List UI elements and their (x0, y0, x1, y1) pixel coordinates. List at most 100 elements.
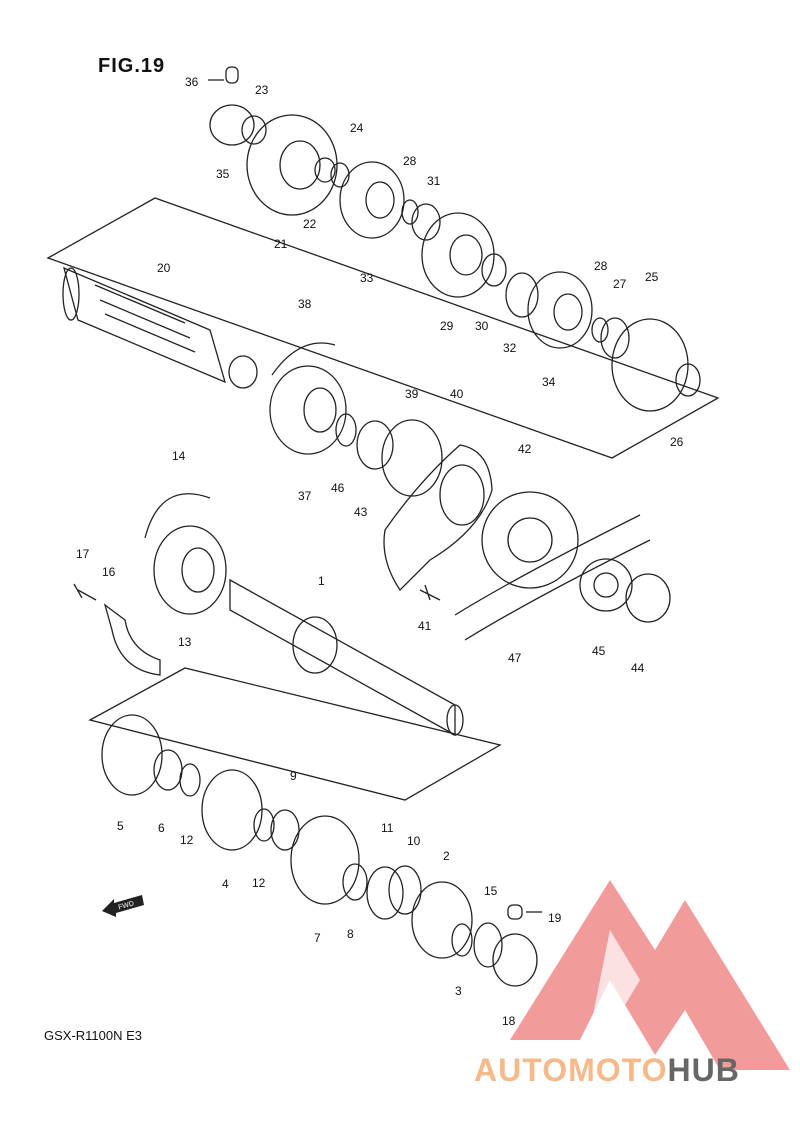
watermark-part2: HUB (667, 1052, 740, 1088)
fwd-label: FWD (118, 900, 135, 911)
lower-assembly-frame (88, 667, 502, 801)
callout-10: 10 (407, 834, 421, 848)
gear-5 (101, 714, 163, 796)
bearing-13 (153, 525, 227, 615)
callout-2: 2 (443, 849, 450, 863)
washer-32 (505, 272, 539, 318)
callout-24: 24 (350, 121, 364, 135)
callout-3: 3 (455, 984, 462, 998)
countershaft (63, 266, 227, 384)
gear-33 (339, 161, 405, 239)
callout-6: 6 (158, 821, 165, 835)
callout-28b: 28 (594, 259, 608, 273)
ring-46 (335, 413, 357, 447)
watermark-text: AUTOMOTOHUB (474, 1052, 740, 1089)
circlip-28b (591, 317, 609, 343)
gear-2 (411, 881, 473, 959)
callout-41: 41 (418, 619, 432, 633)
gear-35 (209, 104, 255, 146)
washer-27 (600, 317, 630, 359)
washer-31 (411, 203, 441, 241)
callout-31: 31 (427, 174, 441, 188)
chain-47 (454, 514, 651, 641)
callout-9: 9 (290, 769, 297, 783)
callout-28: 28 (403, 154, 417, 168)
callout-22: 22 (303, 217, 317, 231)
washer-6 (153, 749, 183, 791)
stopper-16 (103, 603, 161, 676)
callout-36: 36 (185, 75, 199, 89)
bolt-17 (73, 583, 97, 601)
gear-4 (201, 769, 263, 851)
figure-title: FIG.19 (98, 55, 166, 77)
callout-20: 20 (157, 261, 171, 275)
washer-15 (473, 922, 503, 968)
driveshaft-1 (229, 578, 456, 737)
sprocket-42 (481, 491, 579, 589)
callout-37: 37 (298, 489, 312, 503)
gear-25 (611, 318, 689, 412)
circlip-28 (401, 199, 419, 225)
bushing-30 (481, 253, 507, 287)
callout-43: 43 (354, 505, 368, 519)
callout-18: 18 (502, 1014, 516, 1028)
callout-45: 45 (592, 644, 606, 658)
callout-15: 15 (484, 884, 498, 898)
gear-21 (246, 114, 338, 216)
callout-26: 26 (670, 435, 684, 449)
callout-21: 21 (274, 237, 288, 251)
callout-42: 42 (518, 442, 532, 456)
pin-36 (225, 66, 239, 84)
upper-assembly-frame (46, 197, 720, 459)
callout-27: 27 (613, 277, 627, 291)
model-code: GSX-R1100N E3 (44, 1028, 143, 1043)
plate-40 (383, 444, 493, 592)
bolt-41 (419, 584, 441, 601)
callout-1: 1 (318, 574, 325, 588)
callout-23: 23 (255, 83, 269, 97)
callout-33: 33 (360, 271, 374, 285)
callout-12b: 12 (252, 876, 266, 890)
callout-11: 11 (381, 821, 394, 835)
circlip-14 (144, 493, 211, 539)
gear-7 (290, 815, 360, 905)
pin-19 (507, 904, 523, 920)
callout-16: 16 (102, 565, 116, 579)
washer-24 (330, 162, 350, 188)
callout-39: 39 (405, 387, 419, 401)
washer-9 (270, 809, 300, 851)
callout-32: 32 (503, 341, 517, 355)
circlip-38 (271, 342, 336, 376)
bushing-22 (314, 157, 336, 183)
callout-25: 25 (645, 270, 659, 284)
callout-4: 4 (222, 877, 229, 891)
callout-46: 46 (331, 481, 345, 495)
watermark-logo-icon (510, 880, 790, 1070)
callout-38: 38 (298, 297, 312, 311)
callout-12: 12 (180, 833, 194, 847)
callout-40: 40 (450, 387, 464, 401)
callout-7: 7 (314, 931, 321, 945)
callout-19: 19 (548, 911, 562, 925)
bushing-8 (342, 863, 368, 901)
callout-13: 13 (178, 635, 192, 649)
seal-39 (381, 419, 443, 497)
nut-44 (625, 573, 671, 623)
bushing-18 (492, 933, 538, 987)
callout-34: 34 (542, 375, 556, 389)
watermark-part1: AUTOMOTO (474, 1052, 668, 1088)
callout-30: 30 (475, 319, 489, 333)
callout-17: 17 (76, 547, 90, 561)
washer-45 (579, 558, 633, 612)
gear-34 (527, 271, 593, 349)
washer-11 (366, 866, 404, 920)
fwd-arrow-icon: FWD (102, 895, 144, 917)
callout-8: 8 (347, 927, 354, 941)
circlip-12 (179, 763, 201, 797)
bushing-26 (675, 363, 701, 397)
circlip-3 (451, 923, 473, 957)
spacer-43 (356, 420, 394, 470)
gear-10 (388, 865, 422, 915)
